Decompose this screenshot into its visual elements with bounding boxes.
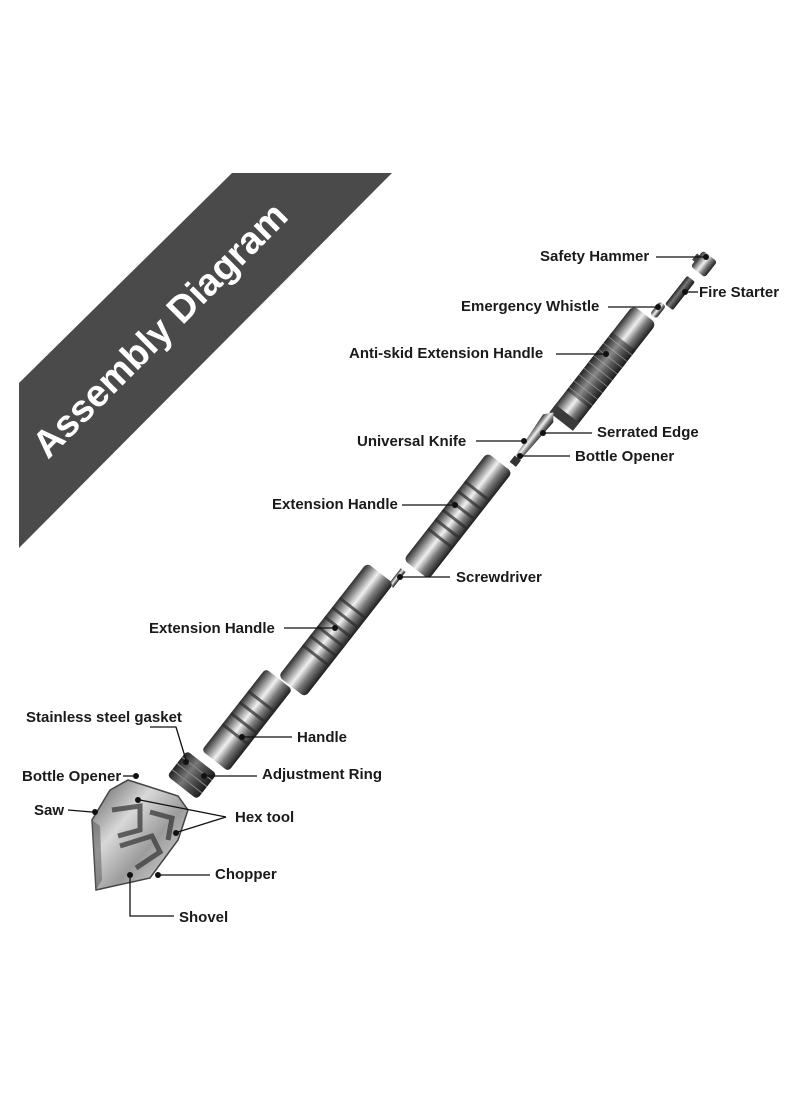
- label-saw: Saw: [34, 802, 64, 819]
- part-labels: Safety Hammer Fire Starter Emergency Whi…: [22, 248, 779, 926]
- shovel-blade-part: [91, 779, 189, 891]
- banner-background: [19, 173, 392, 548]
- label-shovel: Shovel: [179, 909, 228, 926]
- label-screwdriver: Screwdriver: [456, 569, 542, 586]
- label-adjustment-ring: Adjustment Ring: [262, 766, 382, 783]
- label-hex-tool: Hex tool: [235, 809, 294, 826]
- label-chopper: Chopper: [215, 866, 277, 883]
- label-bottle-opener-top: Bottle Opener: [575, 448, 674, 465]
- screwdriver-part: [388, 568, 406, 588]
- label-anti-skid-extension-handle: Anti-skid Extension Handle: [349, 345, 543, 362]
- label-extension-handle-bottom: Extension Handle: [149, 620, 275, 637]
- label-extension-handle-top: Extension Handle: [272, 496, 398, 513]
- label-emergency-whistle: Emergency Whistle: [461, 298, 599, 315]
- anti-skid-extension-handle-part: [549, 307, 655, 431]
- leader-lines: [67, 254, 709, 917]
- label-serrated-edge: Serrated Edge: [597, 424, 699, 441]
- adjustment-ring-part: [168, 752, 216, 798]
- extension-handle-top-part: [405, 454, 511, 578]
- safety-hammer-part: [691, 251, 717, 277]
- banner-title: Assembly Diagram: [25, 195, 297, 467]
- universal-knife-part: [509, 412, 554, 467]
- label-handle: Handle: [297, 729, 347, 746]
- label-universal-knife: Universal Knife: [357, 433, 466, 450]
- handle-part: [203, 670, 291, 770]
- label-fire-starter: Fire Starter: [699, 284, 779, 301]
- label-stainless-steel-gasket: Stainless steel gasket: [26, 709, 182, 726]
- label-safety-hammer: Safety Hammer: [540, 248, 649, 265]
- label-bottle-opener-bottom: Bottle Opener: [22, 768, 121, 785]
- fire-starter-part: [665, 276, 695, 310]
